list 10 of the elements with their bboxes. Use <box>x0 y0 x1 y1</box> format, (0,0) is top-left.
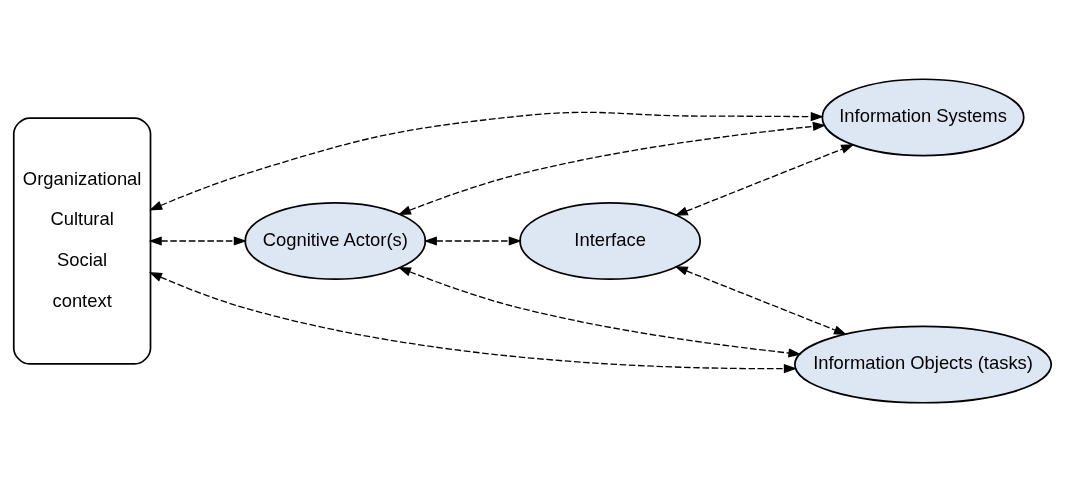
arrow <box>423 236 522 246</box>
arrow <box>149 111 824 211</box>
node-box: Organizational Cultural Social context <box>12 117 152 365</box>
arrow <box>674 266 848 335</box>
arrow <box>397 121 826 215</box>
arrow <box>674 144 855 216</box>
arrow <box>148 236 247 246</box>
node-ellipse: Interface <box>519 202 701 280</box>
arrow <box>397 267 802 358</box>
arrow <box>148 272 797 374</box>
